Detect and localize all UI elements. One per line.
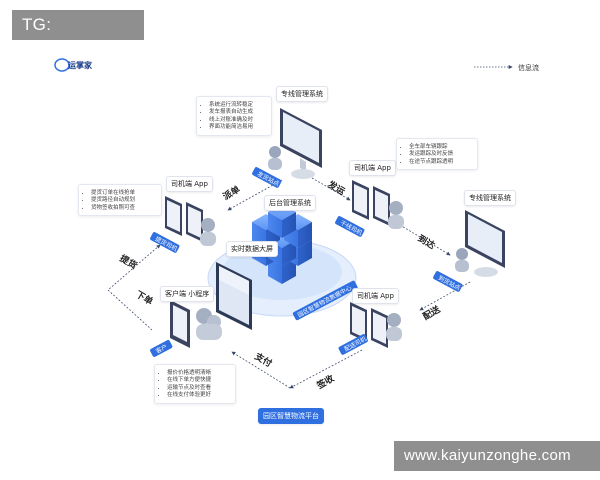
- flow-label-sign: 签收: [314, 372, 336, 392]
- note-item: 线上对账准确及时: [209, 117, 266, 123]
- top-monitor: [268, 108, 322, 179]
- logo-text: 运掌家: [68, 60, 93, 70]
- label-screen: 实时数据大屏: [226, 241, 278, 257]
- flow-lines: [107, 177, 471, 389]
- legend-label: 信息流: [518, 63, 539, 72]
- flow-line-pay: [231, 351, 291, 389]
- flow-line-deliver: [419, 281, 471, 311]
- user-icon: [456, 248, 468, 260]
- user-icon: [387, 313, 401, 327]
- note-item: 在线支付体验更好: [167, 392, 230, 398]
- flow-line-top-depart: [311, 177, 351, 201]
- flow-line-sign: [289, 349, 363, 389]
- flow-label-dispatch: 派单: [221, 183, 243, 202]
- customer-phone: [170, 300, 222, 348]
- legend: 信息流: [474, 63, 539, 72]
- watermark-top: TG: MYYJJPP: [12, 10, 144, 56]
- flow-label-order: 下单: [134, 288, 156, 307]
- note-item: 货物签收拍照可查: [91, 205, 156, 211]
- note-item: 全车部车辆跟踪: [409, 144, 472, 150]
- flow-label-depart: 发运: [325, 178, 348, 198]
- label-right-system: 专线管理系统: [464, 190, 516, 206]
- note-item: 提货路径自动规划: [91, 197, 156, 203]
- note-item: 提货订单在线抢单: [91, 190, 156, 196]
- label-platform: 园区智慧物流平台: [258, 408, 324, 424]
- user-icon: [269, 146, 281, 158]
- note-item: 界面功能简洁易用: [209, 124, 266, 130]
- logo: 运掌家: [54, 58, 93, 72]
- note-item: 系统运行流转稳定: [209, 102, 266, 108]
- flow-label-arrive: 到达: [416, 232, 438, 251]
- label-customer: 客户端 小程序: [160, 286, 215, 302]
- label-top-system: 专线管理系统: [276, 86, 328, 102]
- user-icon: [389, 201, 403, 215]
- logo-mark-icon: [54, 58, 70, 72]
- note-top-left: 系统运行流转稳定 发车报表自动生成 线上对账准确及时 界面功能简洁易用: [196, 96, 272, 136]
- note-left: 提货订单在线抢单 提货路径自动规划 货物签收拍照可查: [78, 184, 162, 217]
- label-driver-top: 司机端 App: [349, 160, 396, 176]
- right-monitor: [455, 210, 505, 277]
- note-item: 发运跟踪及时反馈: [409, 151, 472, 157]
- note-item: 发车报表自动生成: [209, 109, 266, 115]
- flow-line-arrive: [399, 224, 451, 256]
- note-item: 报价价格透明清晰: [167, 370, 230, 376]
- flow-label-pickup: 提货: [118, 252, 140, 271]
- note-bottom: 报价价格透明清晰 在线下单方便快捷 运输节点及时查看 在线支付体验更好: [154, 364, 236, 404]
- label-hub: 后台管理系统: [264, 195, 316, 211]
- driver-top-phones: [352, 180, 404, 229]
- note-item: 在线下单方便快捷: [167, 377, 230, 383]
- driver-right-phones: [350, 302, 402, 348]
- label-driver-left: 司机端 App: [166, 176, 213, 192]
- watermark-bottom: www.kaiyunzonghe.com: [394, 441, 600, 471]
- note-item: 运输节点及时查看: [167, 385, 230, 391]
- flow-line-top-driver: [227, 179, 283, 211]
- driver-left-phones: [165, 196, 216, 246]
- label-driver-right: 司机端 App: [352, 288, 399, 304]
- flow-line-order-dispatch: [107, 244, 161, 331]
- note-item: 在途节点跟踪透明: [409, 159, 472, 165]
- note-top-right: 全车部车辆跟踪 发运跟踪及时反馈 在途节点跟踪透明: [396, 138, 478, 171]
- flow-label-deliver: 配送: [421, 303, 443, 323]
- user-icon: [201, 218, 215, 232]
- data-screen: [216, 262, 252, 330]
